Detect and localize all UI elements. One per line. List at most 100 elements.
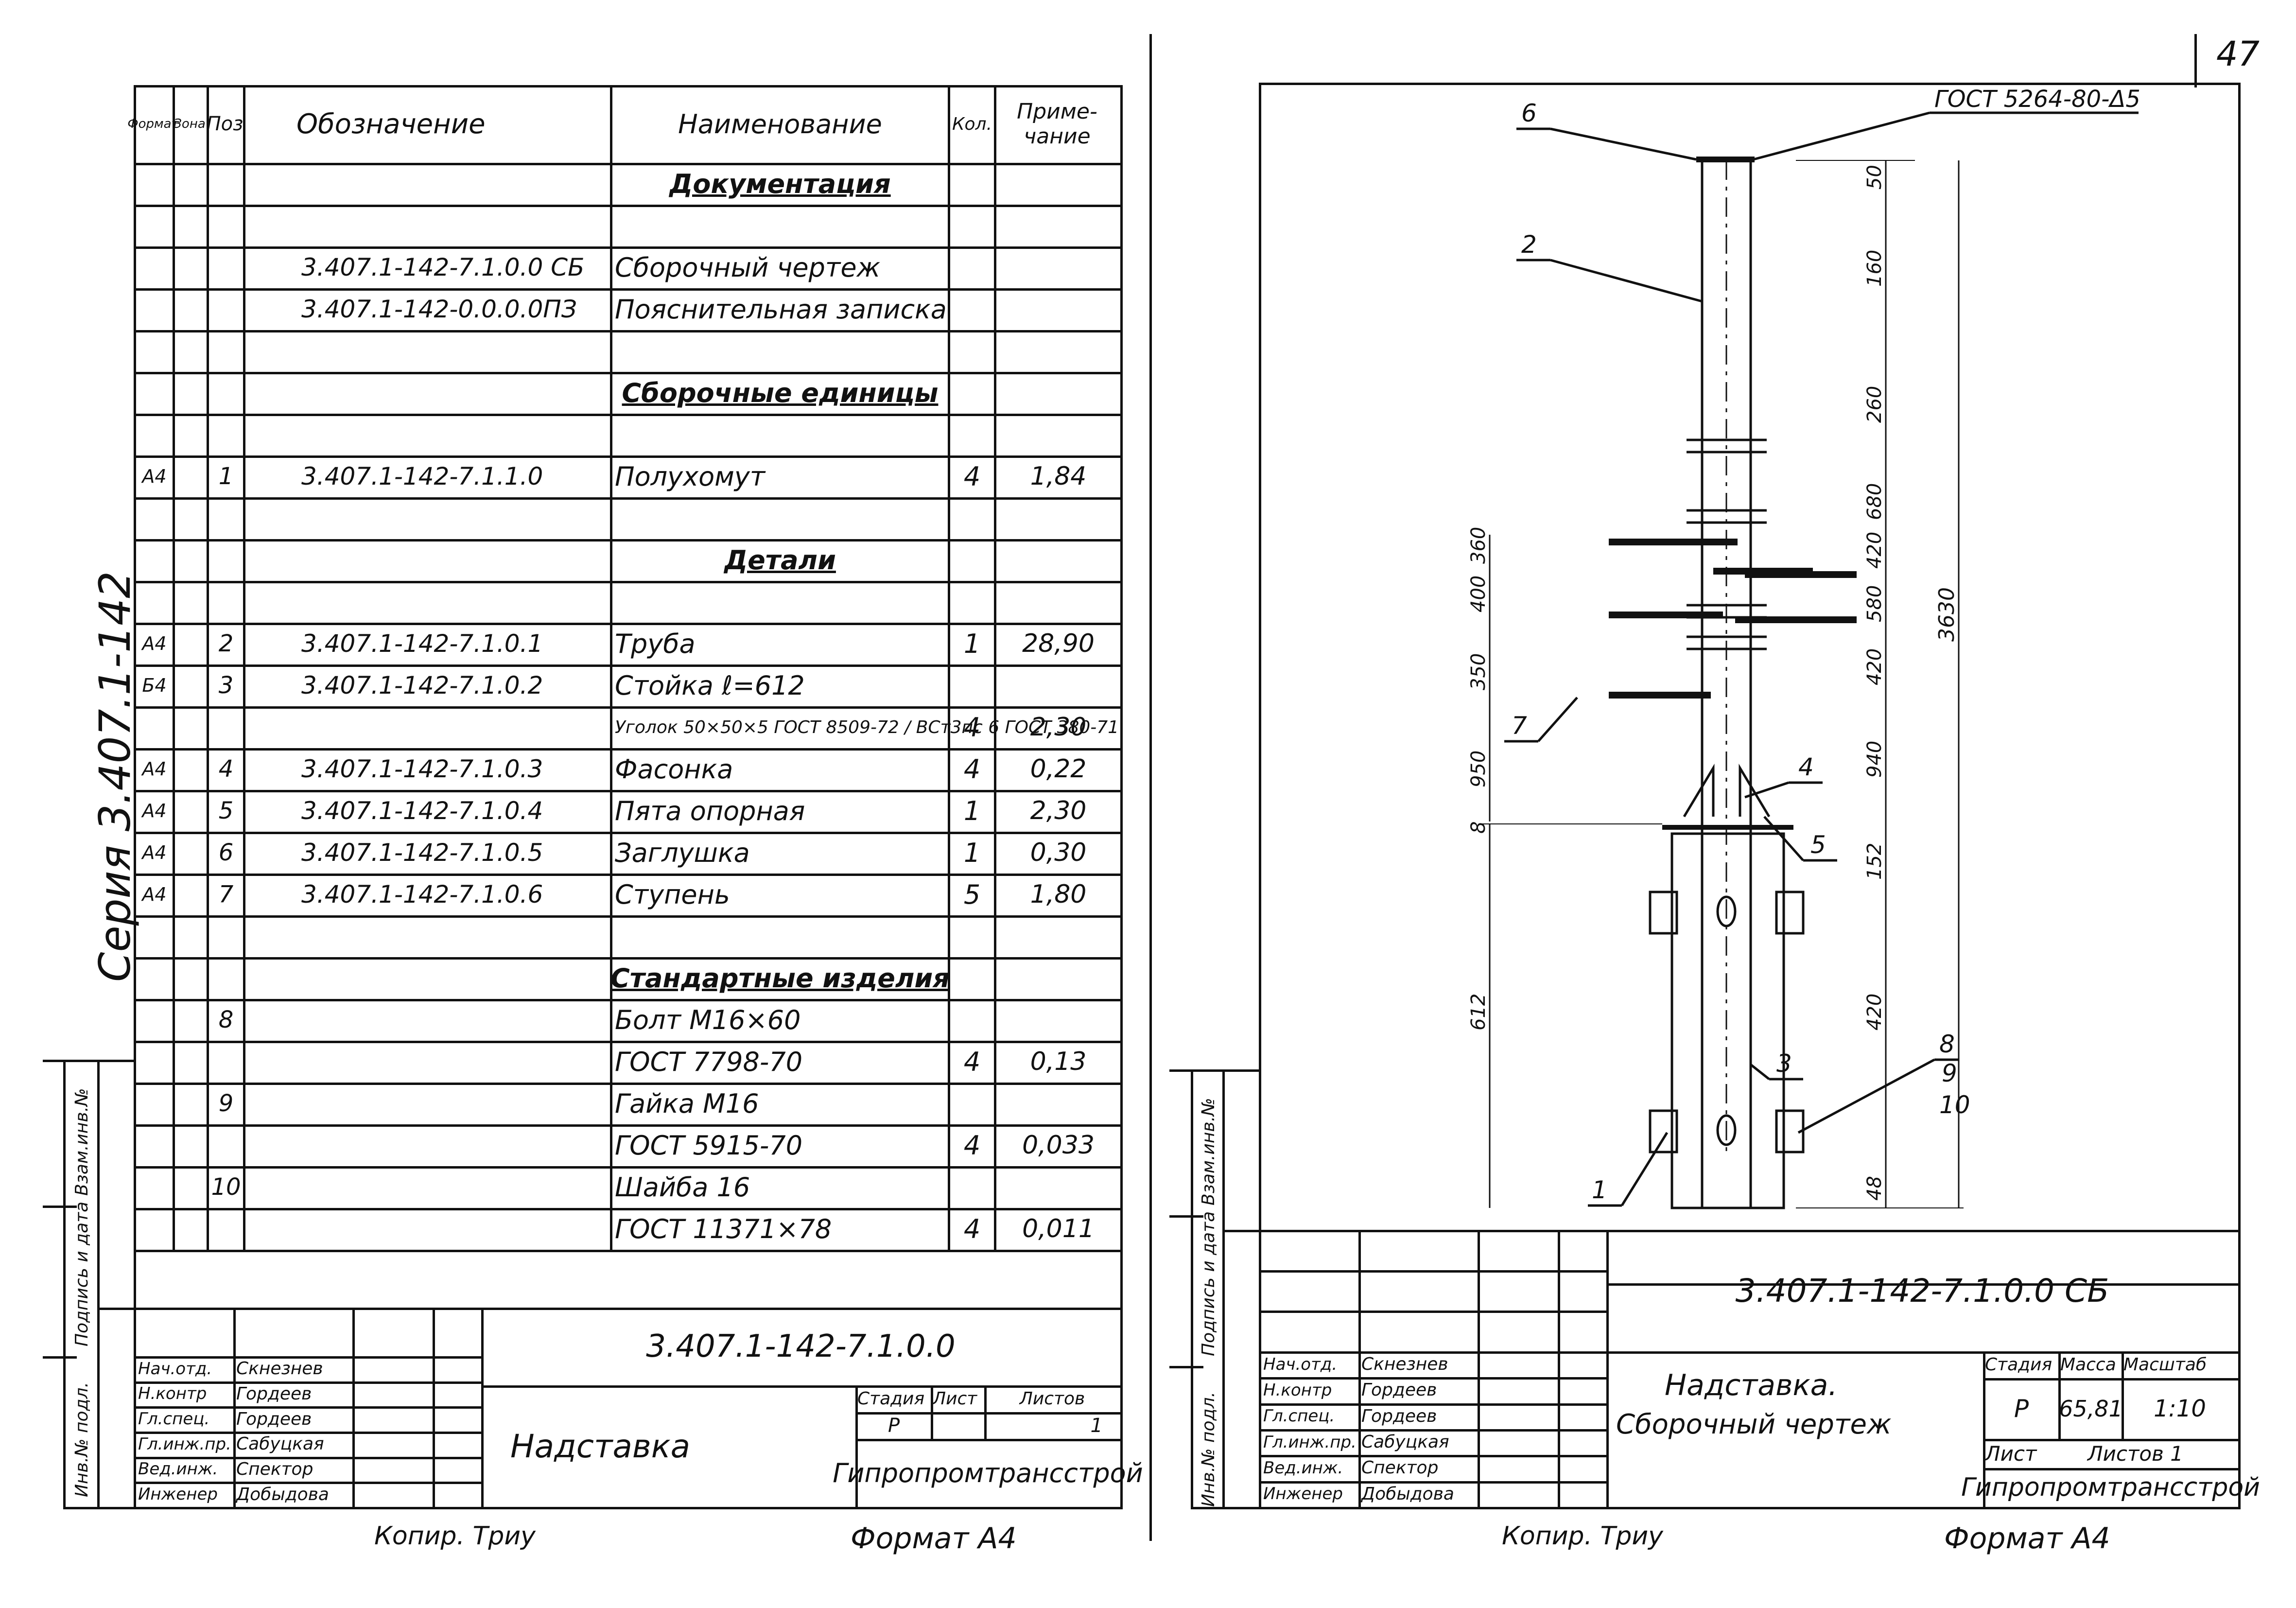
row-note: 0,033	[1022, 1131, 1095, 1160]
header-name: Наименование	[678, 108, 882, 140]
tb-code: 3.407.1-142-7.1.0.0	[646, 1328, 956, 1364]
row-name: Пояснительная записка	[615, 294, 947, 325]
dim-right-3: 680	[1863, 483, 1886, 520]
row-qty: 5	[963, 879, 981, 910]
stamp-1: Подпись и дата	[72, 1201, 92, 1346]
tb-sheets-label: Листов 1	[2087, 1441, 2183, 1466]
dim-right-4: 420	[1863, 532, 1886, 569]
row-designation: 3.407.1-142-7.1.0.3	[301, 755, 543, 783]
gost-note: ГОСТ 5264-80-Δ5	[1934, 86, 2140, 113]
row-designation: 3.407.1-142-7.1.0.2	[301, 671, 543, 699]
person-name: Скнезнев	[236, 1359, 323, 1379]
row-pos: 4	[218, 755, 234, 783]
header-pos: Поз	[206, 113, 244, 135]
dim-right-7: 940	[1863, 741, 1886, 778]
callout-4: 5	[1810, 831, 1826, 859]
callout-6: 8	[1939, 1030, 1955, 1058]
row-name: Ступень	[615, 879, 730, 910]
tb-stage-label: Стадия	[857, 1389, 925, 1409]
row-designation: 3.407.1-142-7.1.1.0	[301, 462, 543, 490]
row-designation: 3.407.1-142-0.0.0.0ПЗ	[301, 295, 577, 323]
page-number: 47	[2216, 34, 2260, 74]
row-name: Фасонка	[615, 753, 733, 785]
dim-right-8: 152	[1863, 843, 1886, 880]
row-name: Труба	[615, 628, 696, 659]
dim-left-3: 950	[1467, 751, 1490, 787]
tb-sheets-label: Листов	[1019, 1389, 1085, 1409]
dim-left-1: 400	[1467, 576, 1490, 612]
dim-left-4: 8	[1467, 821, 1490, 834]
tb-sheet-label: Лист	[1985, 1441, 2037, 1466]
person-name: Спектор	[1361, 1458, 1439, 1478]
row-note: 1,80	[1030, 880, 1087, 909]
row-format: А4	[142, 633, 167, 654]
row-note: 0,30	[1030, 838, 1087, 867]
person-name: Сабуцкая	[1361, 1432, 1449, 1452]
dim-left-2: 350	[1467, 653, 1490, 690]
tb-stage: Р	[887, 1414, 900, 1437]
tb-sheet-label: Лист	[933, 1389, 977, 1409]
tb-code: 3.407.1-142-7.1.0.0 СБ	[1735, 1272, 2109, 1310]
tb-scale: 1:10	[2154, 1395, 2206, 1422]
person-name: Гордеев	[1361, 1380, 1437, 1400]
row-name: Стандартные изделия	[610, 962, 950, 994]
row-pos: 9	[218, 1090, 234, 1117]
person-role: Гл.спец.	[138, 1409, 210, 1429]
header-zone: Зона	[174, 117, 206, 131]
row-qty: 1	[963, 837, 981, 868]
person-name: Скнезнев	[1361, 1354, 1448, 1375]
row-designation: 3.407.1-142-7.1.0.4	[301, 797, 543, 825]
row-name: Шайба 16	[615, 1171, 750, 1203]
header-designation: Обозначение	[296, 108, 486, 140]
header-format: Формат	[127, 117, 179, 131]
row-name: Гайка М16	[615, 1088, 759, 1119]
row-qty: 4	[963, 461, 981, 492]
tb-stage: Р	[2014, 1394, 2029, 1423]
dim-right-1: 160	[1863, 250, 1886, 287]
tb-mass: 65,81	[2059, 1395, 2123, 1422]
tb-title-1: Надставка.	[1665, 1368, 1838, 1402]
footer-copy: Копир. Триу	[374, 1521, 536, 1551]
tb-stage-label: Стадия	[1985, 1355, 2052, 1375]
dim-right-6: 420	[1863, 648, 1886, 685]
footer-format: Формат А4	[851, 1521, 1017, 1556]
dim-right-2: 260	[1863, 386, 1886, 423]
footer-format-right: Формат А4	[1944, 1521, 2110, 1556]
tb-mass-label: Масса	[2060, 1355, 2116, 1375]
callout-8: 10	[1939, 1091, 1970, 1119]
callout-5: 3	[1776, 1049, 1792, 1078]
row-qty: 1	[963, 795, 981, 826]
row-name: ГОСТ 11371×78	[615, 1213, 832, 1244]
row-pos: 3	[218, 672, 234, 699]
stamp-1: Подпись и дата	[1199, 1211, 1218, 1356]
person-role: Гл.инж.пр.	[1263, 1432, 1357, 1452]
person-role: Нач.отд.	[1263, 1354, 1338, 1374]
row-name: Сборочный чертеж	[615, 252, 881, 283]
row-designation: 3.407.1-142-7.1.0.6	[301, 880, 543, 909]
person-name: Сабуцкая	[236, 1434, 324, 1454]
person-role: Инженер	[1263, 1484, 1343, 1504]
person-role: Нач.отд.	[138, 1359, 212, 1379]
row-format: А4	[142, 884, 167, 905]
stamp-2: Взам.инв.№	[1199, 1098, 1218, 1206]
row-name: Пята опорная	[615, 795, 805, 826]
row-format: Б4	[142, 675, 167, 696]
footer-copy-right: Копир. Триу	[1502, 1521, 1663, 1551]
person-name: Гордеев	[236, 1409, 312, 1429]
callout-7: 9	[1942, 1059, 1957, 1087]
row-note: 2,30	[1030, 796, 1087, 825]
callout-9: 1	[1592, 1176, 1607, 1204]
row-pos: 2	[218, 630, 234, 657]
row-designation: 3.407.1-142-7.1.0.5	[301, 839, 543, 867]
row-pos: 5	[218, 797, 234, 824]
callout-0: 6	[1521, 99, 1537, 127]
dim-total: 3630	[1934, 587, 1959, 642]
row-format: А4	[142, 758, 167, 780]
row-name: Стойка ℓ=612	[615, 670, 805, 701]
stamp-0: Инв.№ подл.	[1199, 1392, 1218, 1507]
row-qty: 4	[963, 753, 981, 785]
row-format: А4	[142, 466, 167, 487]
row-pos: 10	[211, 1173, 241, 1201]
row-designation: 3.407.1-142-7.1.0.1	[301, 629, 543, 658]
dim-left-0: 360	[1467, 527, 1490, 564]
